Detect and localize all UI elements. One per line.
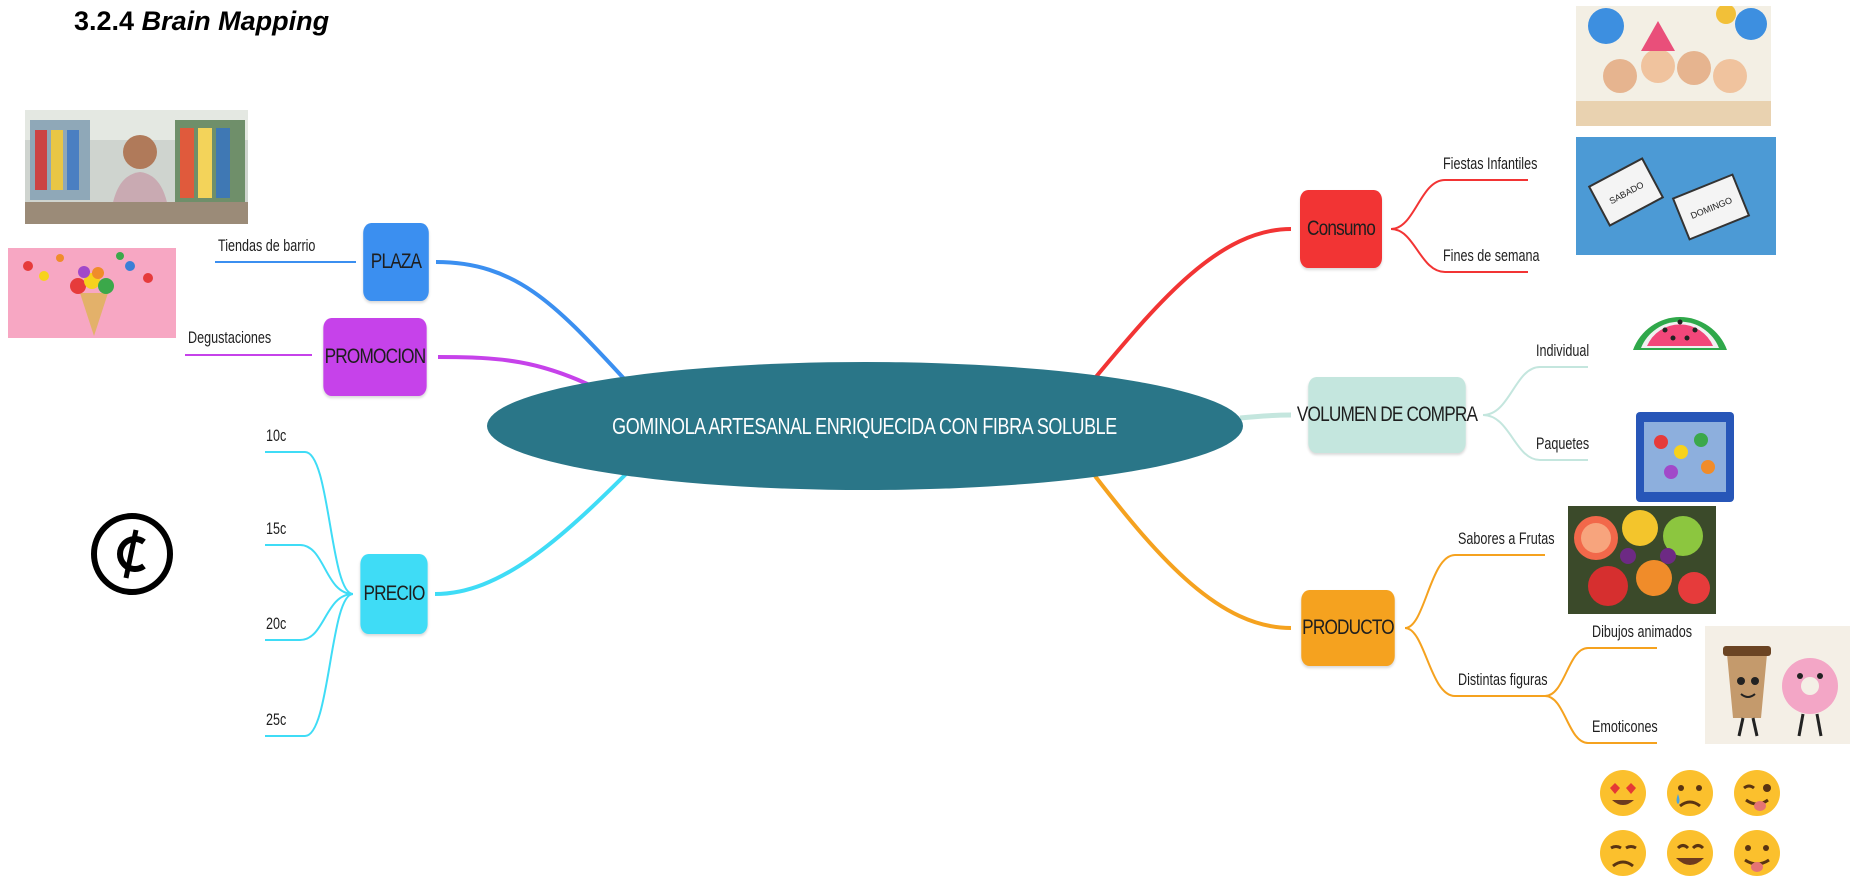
heart-eyes-emoji-icon	[1600, 770, 1646, 816]
central-topic-label: GOMINOLA ARTESANAL ENRIQUECIDA CON FIBRA…	[612, 412, 1118, 439]
watermelon-gummy-photo	[1625, 290, 1735, 358]
fruits-photo	[1568, 506, 1716, 614]
connector-producto	[1093, 474, 1292, 630]
node-producto[interactable]: PRODUCTO	[1301, 590, 1395, 666]
leaf-precio-15c[interactable]: 15c	[266, 519, 287, 538]
leaf-line-paquetes	[1482, 414, 1588, 461]
node-consumo-label: Consumo	[1307, 217, 1376, 240]
node-plaza-label: PLAZA	[370, 250, 422, 273]
section-number: 3.2.4	[74, 6, 135, 36]
node-consumo[interactable]: Consumo	[1300, 190, 1382, 268]
emoji-grid	[1590, 768, 1790, 878]
leaf-precio-10c[interactable]: 10c	[266, 426, 287, 445]
candy-bag-photo	[1636, 412, 1734, 502]
leaf-precio-20c[interactable]: 20c	[266, 614, 287, 633]
leaf-line-fiestas	[1390, 179, 1528, 230]
leaf-line-individual	[1482, 366, 1588, 416]
leaf-degustaciones[interactable]: Degustaciones	[188, 328, 272, 347]
node-promocion[interactable]: PROMOCION	[323, 318, 427, 396]
leaf-line-precio-25	[265, 593, 354, 737]
leaf-distintas-figuras[interactable]: Distintas figuras	[1458, 670, 1548, 689]
leaf-precio-25c[interactable]: 25c	[266, 710, 287, 729]
sad-emoji-icon	[1600, 830, 1646, 876]
leaf-line-fines	[1390, 228, 1528, 273]
leaf-line-sabores	[1404, 554, 1545, 629]
leaf-paquetes[interactable]: Paquetes	[1536, 434, 1590, 453]
central-topic[interactable]: GOMINOLA ARTESANAL ENRIQUECIDA CON FIBRA…	[487, 362, 1243, 490]
leaf-sabores-a-frutas[interactable]: Sabores a Frutas	[1458, 529, 1555, 548]
connector-volumen	[1239, 412, 1292, 421]
leaf-line-precio-10	[265, 451, 354, 595]
leaf-line-distintas	[1404, 627, 1545, 697]
connector-consumo	[1093, 227, 1292, 380]
leaf-line-dibujos	[1544, 647, 1657, 697]
candy-cone-photo	[8, 248, 176, 338]
section-title: 3.2.4 Brain Mapping	[74, 6, 329, 37]
leaf-dibujos-animados[interactable]: Dibujos animados	[1592, 622, 1693, 641]
leaf-emoticones[interactable]: Emoticones	[1592, 717, 1658, 736]
node-volumen-de-compra[interactable]: VOLUMEN DE COMPRA	[1297, 377, 1478, 453]
node-plaza[interactable]: PLAZA	[363, 223, 429, 301]
leaf-line-precio-20	[265, 593, 354, 641]
leaf-tiendas-de-barrio[interactable]: Tiendas de barrio	[218, 236, 316, 255]
connector-promocion	[437, 355, 601, 392]
connector-precio	[434, 468, 632, 596]
leaf-fines-de-semana[interactable]: Fines de semana	[1443, 246, 1540, 265]
crying-emoji-icon	[1667, 770, 1713, 816]
leaf-line-precio-15	[265, 544, 354, 595]
smiling-emoji-icon	[1667, 830, 1713, 876]
node-volumen-label: VOLUMEN DE COMPRA	[1296, 403, 1478, 426]
birthday-party-photo	[1576, 6, 1771, 126]
coffee-donut-cartoon	[1705, 626, 1850, 744]
leaf-fiestas-infantiles[interactable]: Fiestas Infantiles	[1443, 154, 1538, 173]
leaf-individual[interactable]: Individual	[1536, 341, 1590, 360]
winking-tongue-emoji-icon	[1734, 770, 1780, 816]
section-title-text: Brain Mapping	[141, 6, 330, 36]
node-producto-label: PRODUCTO	[1302, 616, 1394, 639]
shopkeeper-photo	[25, 110, 248, 224]
weekend-calendar-photo: SABADO DOMINGO	[1576, 137, 1776, 255]
cent-symbol-icon	[90, 512, 174, 596]
node-precio-label: PRECIO	[363, 582, 425, 605]
node-promocion-label: PROMOCION	[324, 345, 427, 368]
node-precio[interactable]: PRECIO	[360, 554, 428, 634]
leaf-line-emoticones	[1544, 695, 1657, 744]
connector-plaza	[435, 260, 632, 387]
tongue-out-emoji-icon	[1734, 830, 1780, 876]
